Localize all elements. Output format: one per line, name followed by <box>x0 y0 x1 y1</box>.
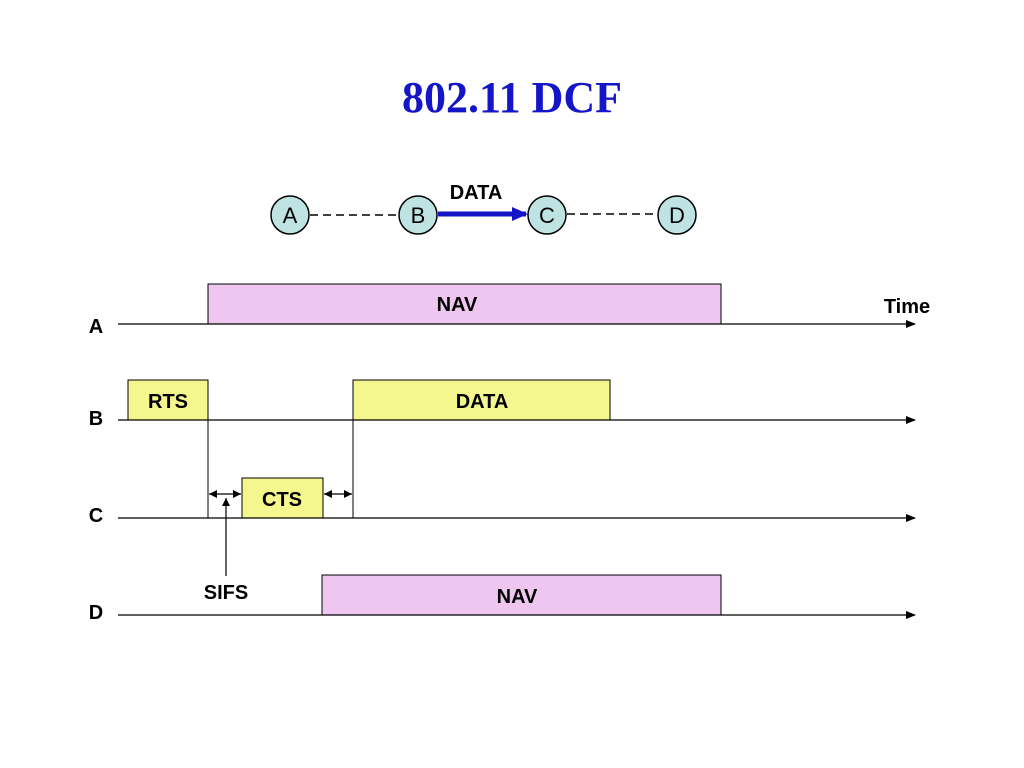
rts-frame-label: RTS <box>148 391 188 413</box>
slide-title: 802.11 DCF <box>402 73 622 122</box>
nav-frame-d <box>321 574 722 616</box>
node-b: B <box>398 195 438 235</box>
cts-frame <box>241 477 324 519</box>
data-frame <box>352 379 611 421</box>
nav-frame-d-label: NAV <box>497 586 538 608</box>
row-a: A NAV <box>89 283 916 338</box>
station-label-d: D <box>89 602 103 624</box>
node-d-label: D <box>669 203 685 228</box>
row-d: D NAV <box>89 574 916 624</box>
node-a-label: A <box>283 203 298 228</box>
node-d: D <box>657 195 697 235</box>
node-b-label: B <box>411 203 426 228</box>
nav-frame-a <box>207 283 722 325</box>
node-a: A <box>270 195 310 235</box>
sifs-label: SIFS <box>204 582 248 604</box>
node-c-label: C <box>539 203 555 228</box>
station-label-c: C <box>89 505 103 527</box>
topology: DATA A B C D <box>270 182 697 235</box>
transfer-label: DATA <box>450 182 503 204</box>
cts-frame-label: CTS <box>262 489 302 511</box>
nav-frame-a-label: NAV <box>437 294 478 316</box>
row-b: B RTS DATA <box>89 379 916 430</box>
rts-frame <box>127 379 209 421</box>
station-label-b: B <box>89 408 103 430</box>
row-c: C CTS SIFS <box>89 477 916 604</box>
node-c: C <box>527 195 567 235</box>
timeline: Time A NAV B RTS DATA C CTS <box>89 283 930 624</box>
station-label-a: A <box>89 316 103 338</box>
data-frame-label: DATA <box>456 391 509 413</box>
time-label: Time <box>884 296 930 318</box>
